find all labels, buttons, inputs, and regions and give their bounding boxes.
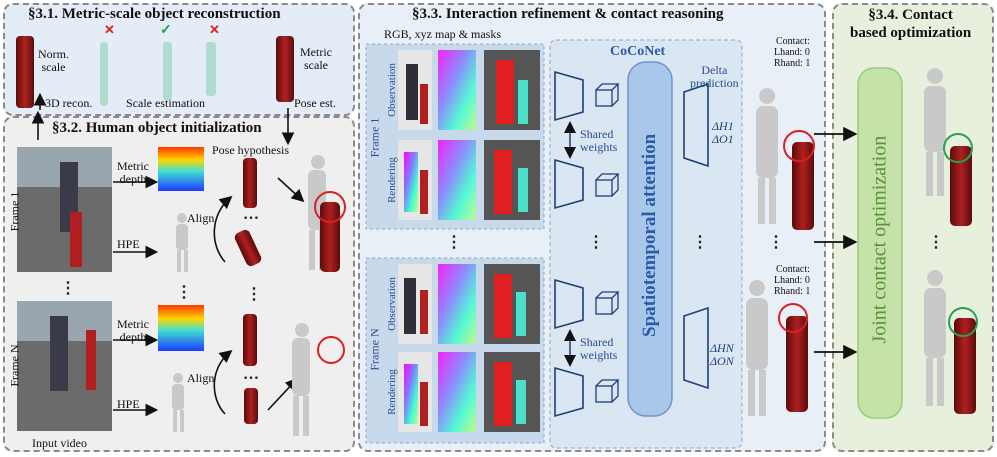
refined-object-n	[786, 316, 808, 412]
scale-estimation-label: Scale estimation	[126, 96, 205, 110]
contact-1-lhand: Lhand: 0	[774, 47, 810, 58]
hpe-label-1: HPE	[117, 237, 140, 251]
norm-scale-object	[16, 36, 34, 108]
contact-circle-pose-1	[314, 191, 346, 223]
frame-1-label-s33: Frame 1	[367, 117, 382, 158]
observation-label-n: Observation	[386, 277, 398, 331]
joint-optimization-label: Joint contact optimization	[868, 135, 891, 344]
panel-object-reconstruction	[3, 3, 355, 116]
align-label-1: Align	[187, 211, 215, 225]
contact-circle-refined-1	[783, 130, 815, 162]
cross-mark-1: ✕	[104, 22, 115, 37]
section-3-2-title: §3.2. Human object initialization	[52, 120, 262, 136]
ellipsis-hyp-1: …	[243, 206, 259, 223]
ellipsis-pose: ⋮	[246, 286, 262, 303]
scale-estimate-1	[100, 42, 108, 106]
ellipsis-s33-results: ⋮	[768, 234, 784, 251]
frame-n-label-s33: Frame N	[367, 328, 382, 371]
delta-prediction-label: Delta prediction	[690, 63, 739, 90]
feature-cube-nb	[595, 379, 620, 403]
refined-human-n	[746, 280, 768, 416]
cross-mark-2: ✕	[209, 22, 220, 37]
feature-cube-1b	[595, 173, 620, 197]
pose-est-label: Pose est.	[294, 96, 336, 110]
metric-scale-object	[276, 36, 294, 102]
metric-depth-label-1: Metric depth	[117, 159, 149, 186]
delta-1-label: ΔH1 ΔO1	[712, 119, 734, 146]
norm-scale-label: Norm. scale	[38, 47, 69, 74]
shared-weights-label-n: Shared weights	[580, 335, 618, 362]
refined-object-1	[792, 142, 814, 230]
spatiotemporal-attention-box	[627, 61, 673, 417]
joint-optimization-box	[857, 67, 903, 419]
final-object-n	[954, 318, 976, 414]
hpe-mesh-n	[172, 373, 184, 432]
contact-n-lhand: Lhand: 0	[774, 275, 810, 286]
feature-cube-na	[595, 291, 620, 315]
contact-circle-refined-n	[778, 303, 808, 333]
delta-n-label: ΔHN ΔON	[710, 341, 734, 368]
ellipsis-frames: ⋮	[60, 280, 76, 297]
pose-hyp-1a	[243, 158, 257, 208]
pose-result-n	[292, 323, 310, 436]
section-3-1-title: §3.1. Metric-scale object reconstruction	[28, 6, 281, 22]
ellipsis-s33-decoder: ⋮	[692, 234, 708, 251]
spatiotemporal-attention-label: Spatiotemporal attention	[639, 133, 660, 337]
metric-scale-label: Metric scale	[300, 45, 332, 72]
hpe-mesh-1	[176, 213, 188, 272]
ellipsis-hyp-n: …	[243, 366, 259, 383]
contact-circle-final-n	[948, 307, 978, 337]
scale-estimate-3	[206, 42, 216, 96]
align-label-n: Align	[187, 371, 215, 385]
shared-weights-label-1: Shared weights	[580, 127, 618, 154]
contact-1-title: Contact:	[776, 36, 810, 47]
pose-hyp-na	[243, 314, 257, 366]
check-mark: ✓	[160, 23, 172, 38]
pose-hyp-nb	[244, 388, 258, 424]
encoder-na	[554, 278, 584, 330]
ellipsis-s34: ⋮	[928, 234, 944, 251]
encoder-1b	[554, 158, 584, 210]
ellipsis-s33-inputs: ⋮	[446, 234, 462, 251]
input-video-label: Input video	[32, 436, 87, 450]
frame-n-label-left: Frame N	[7, 344, 22, 387]
ellipsis-depth: ⋮	[176, 284, 192, 301]
final-human-1	[924, 68, 946, 196]
ellipsis-s33-encoder: ⋮	[588, 234, 604, 251]
rendering-label-n: Rendering	[386, 369, 398, 415]
hpe-label-n: HPE	[117, 397, 140, 411]
decoder-n	[683, 306, 709, 390]
contact-circle-pose-n	[317, 336, 345, 364]
contact-1-rhand: Rhand: 1	[774, 58, 811, 69]
feature-cube-1a	[595, 83, 620, 107]
depth-map-n	[158, 305, 204, 351]
contact-n-title: Contact:	[776, 264, 810, 275]
metric-depth-label-n: Metric depth	[117, 317, 149, 344]
contact-n-rhand: Rhand: 1	[774, 286, 811, 297]
final-object-1	[950, 146, 972, 226]
depth-map-1	[158, 147, 204, 191]
pose-hyp-1b	[234, 229, 262, 267]
recon-3d-label: 3D recon.	[45, 96, 93, 110]
inputs-label: RGB, xyz map & masks	[384, 27, 501, 41]
encoder-nb	[554, 366, 584, 418]
contact-circle-final-1	[943, 133, 973, 163]
refined-human-1	[756, 88, 778, 224]
pose-hypothesis-label: Pose hypothesis	[212, 143, 290, 157]
final-human-n	[924, 270, 946, 406]
section-3-4-title: §3.4. Contact based optimization	[850, 7, 972, 41]
section-3-3-title: §3.3. Interaction refinement & contact r…	[412, 6, 724, 22]
decoder-1	[683, 82, 709, 168]
scale-estimate-2	[163, 42, 172, 100]
observation-label-1: Observation	[386, 63, 398, 117]
frame-1-label-left: Frame 1	[7, 191, 22, 232]
coconet-label: CoCoNet	[610, 44, 666, 59]
rendering-label-1: Rendering	[386, 157, 398, 203]
encoder-1a	[554, 70, 584, 122]
